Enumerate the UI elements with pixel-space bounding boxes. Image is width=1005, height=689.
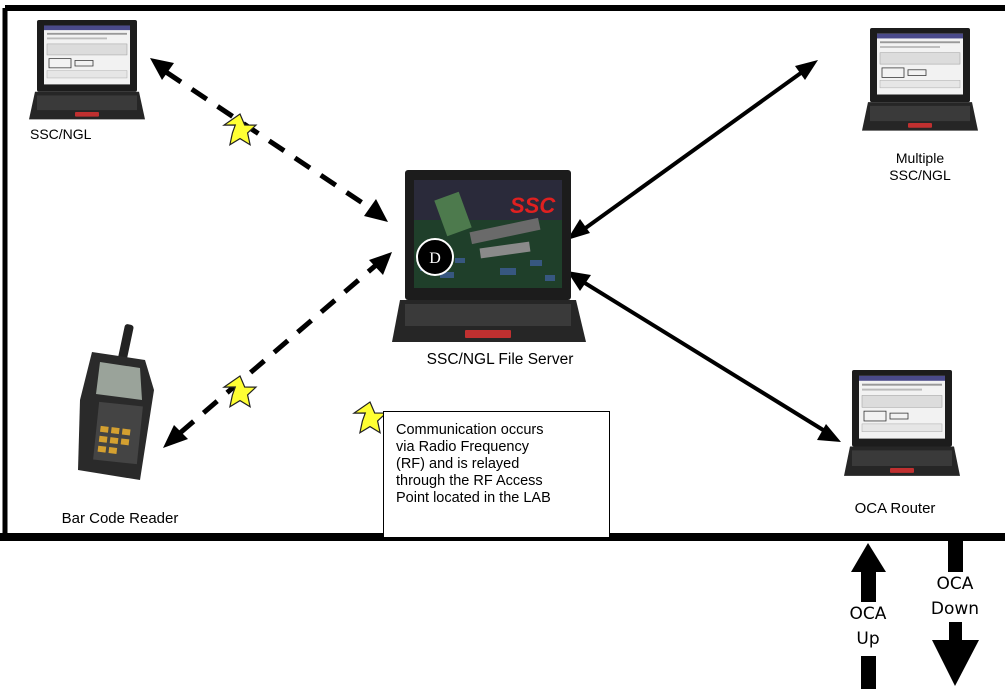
server-screen-logo: SSC — [510, 193, 556, 218]
oca-down-arrow-icon — [932, 541, 979, 686]
oca-down-label: OCA Down — [915, 572, 995, 622]
node-label-oca-router: OCA Router — [854, 500, 936, 517]
laptop-icon — [861, 27, 979, 132]
rf-star-icon — [353, 401, 387, 434]
rf-star-icon — [223, 113, 257, 146]
laptop-icon — [843, 369, 961, 477]
file-server-laptop-icon: SSC D — [392, 170, 586, 342]
oca-down-line-2: Down — [930, 599, 980, 619]
oca-up-label: OCA Up — [836, 602, 900, 652]
node-label-file-server: SSC/NGL File Server — [426, 351, 574, 368]
rf-link-ssc-ngl — [164, 69, 384, 435]
bar-code-reader-icon — [78, 324, 154, 480]
rf-note-line: (RF) and is relayed — [396, 456, 520, 472]
link-oca-router — [578, 278, 830, 435]
rf-note: Communication occurs via Radio Frequency… — [383, 411, 610, 537]
oca-up-arrow-icon — [851, 543, 886, 689]
node-label-ssc-ngl: SSC/NGL — [30, 126, 92, 142]
node-label-multiple-line-2: SSC/NGL — [889, 167, 951, 183]
link-multiple-ssc-ngl — [578, 68, 807, 234]
oca-down-line-1: OCA — [936, 574, 974, 594]
oca-up-line-1: OCA — [849, 604, 887, 624]
rf-note-line: via Radio Frequency — [396, 439, 529, 455]
node-label-multiple-line-1: Multiple — [895, 150, 945, 166]
node-label-bar-code-reader: Bar Code Reader — [61, 510, 179, 527]
rf-note-line: Communication occurs — [396, 422, 544, 438]
node-label-multiple-ssc-ngl: Multiple SSC/NGL — [875, 150, 965, 184]
rf-note-line: Point located in the LAB — [396, 490, 551, 506]
laptop-icon — [28, 19, 146, 120]
server-badge: D — [429, 250, 441, 267]
rf-note-line: through the RF Access — [396, 473, 543, 489]
oca-up-line-2: Up — [856, 629, 880, 649]
